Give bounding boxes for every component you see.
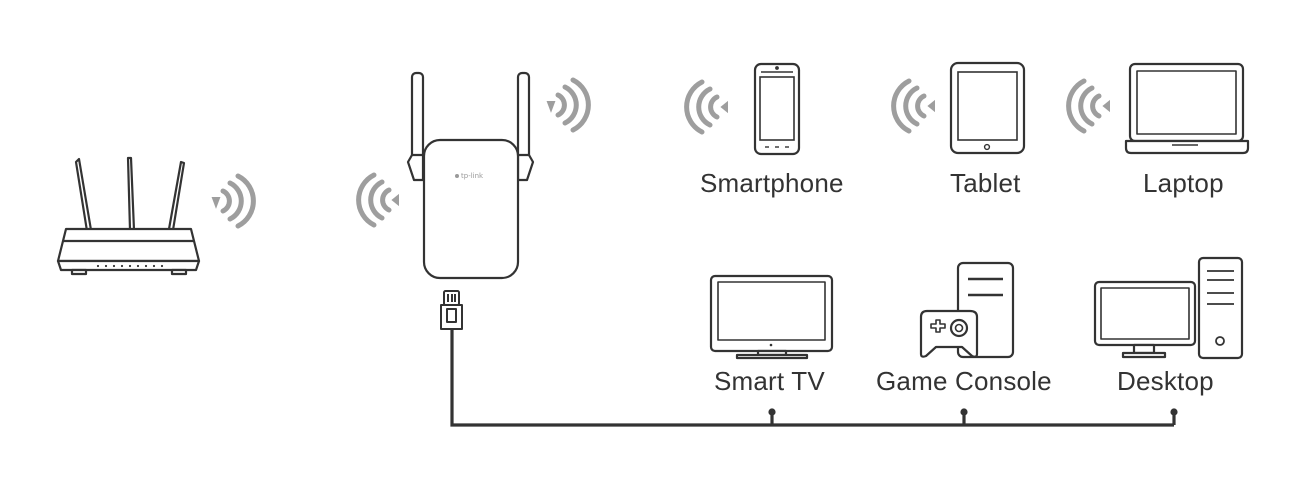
laptop-icon xyxy=(1124,62,1250,155)
tablet-wifi-signal-icon xyxy=(891,78,935,134)
extender-brand-label: tp-link xyxy=(461,172,484,180)
desktop-label: Desktop xyxy=(1117,366,1214,396)
smart-tv-label: Smart TV xyxy=(714,366,825,396)
extender-wifi-signal-left-icon xyxy=(356,172,399,228)
brand-logo-icon xyxy=(455,174,459,178)
game-console-label: Game Console xyxy=(876,366,1052,396)
router-wifi-signal-icon xyxy=(211,173,256,229)
laptop-label: Laptop xyxy=(1143,168,1224,198)
router-icon xyxy=(56,156,201,276)
game-console-icon xyxy=(919,261,1015,359)
router-led-row xyxy=(96,264,164,268)
tablet-icon xyxy=(949,61,1026,155)
ethernet-plug-icon xyxy=(440,290,463,330)
smart-tv-icon xyxy=(709,274,834,360)
range-extender-icon xyxy=(406,71,535,280)
smartphone-label: Smartphone xyxy=(700,168,844,198)
laptop-wifi-signal-icon xyxy=(1066,78,1110,134)
cable-joint-dots xyxy=(768,408,1178,416)
desktop-icon xyxy=(1093,256,1244,360)
extender-wifi-signal-right-icon xyxy=(546,77,591,133)
smartphone-icon xyxy=(753,62,801,156)
tablet-label: Tablet xyxy=(950,168,1021,198)
smartphone-wifi-signal-icon xyxy=(684,79,728,135)
